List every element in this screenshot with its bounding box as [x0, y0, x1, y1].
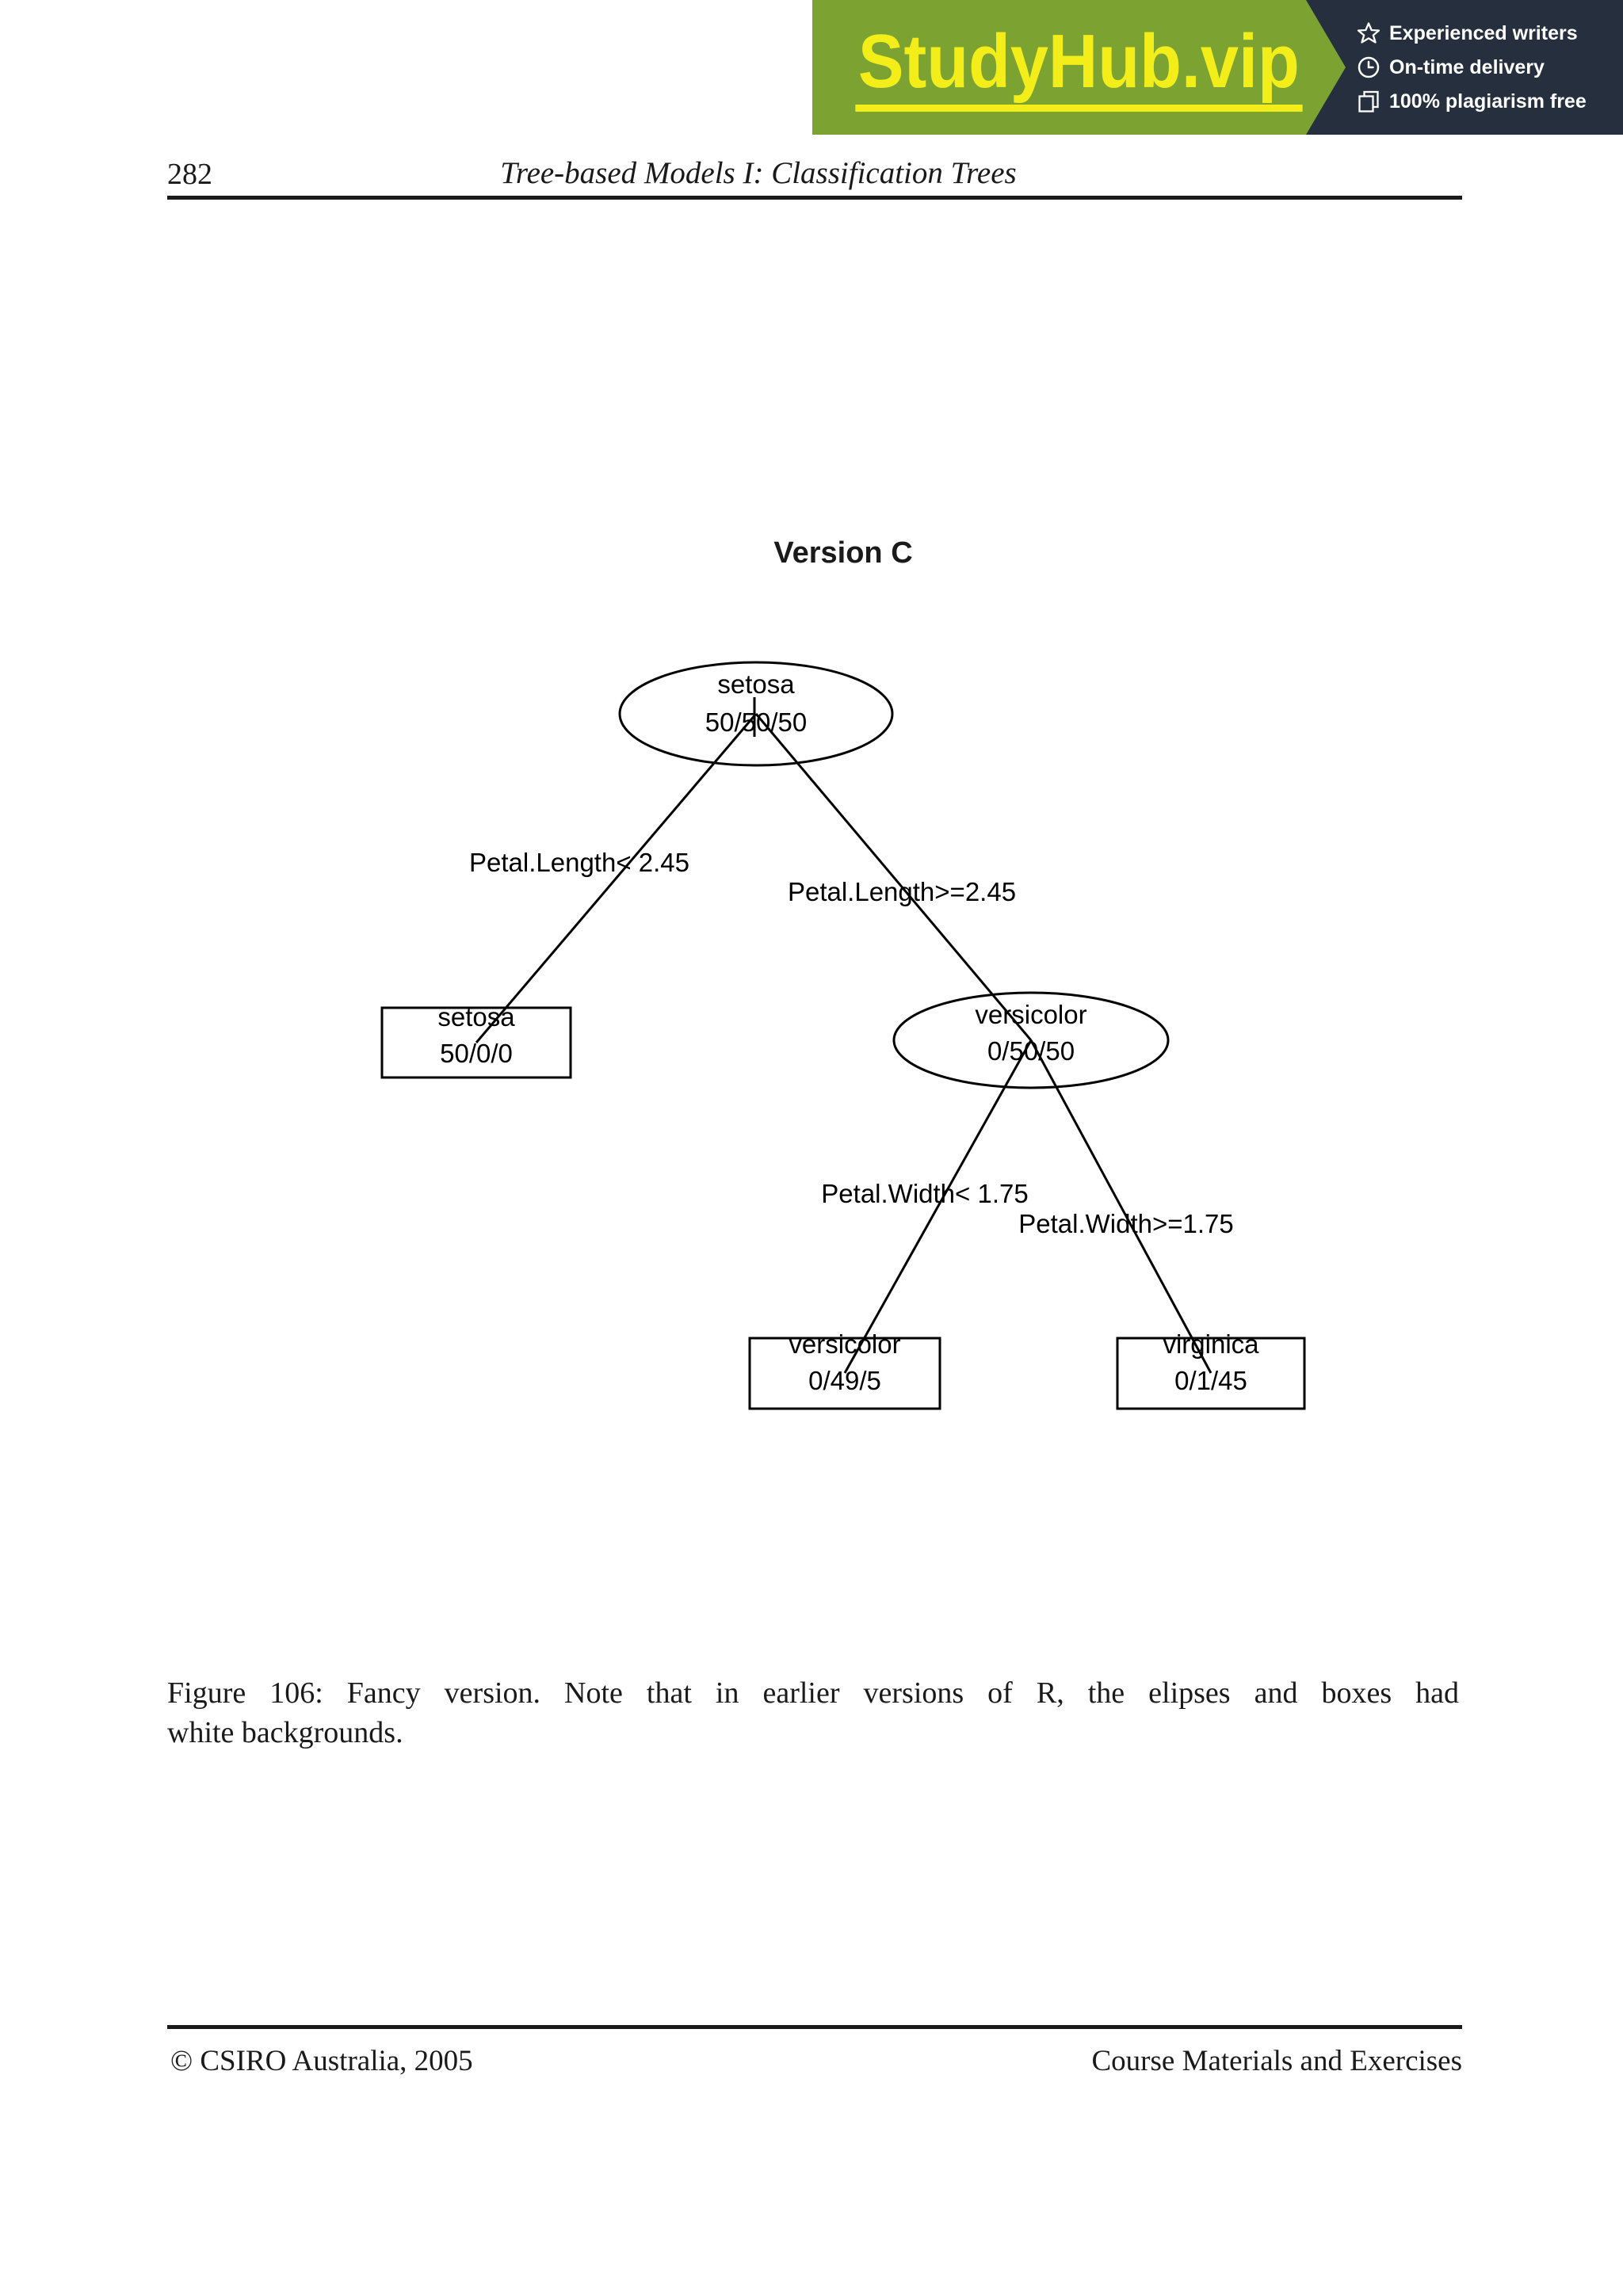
root-node-label: setosa — [717, 669, 795, 699]
branch-versicolor-to-right — [1029, 1039, 1212, 1374]
root-node-counts: 50/50/50 — [705, 707, 808, 737]
studyhub-logo[interactable]: StudyHub.vip — [856, 23, 1303, 112]
split-label-petal-width-lt: Petal.Width< 1.75 — [821, 1179, 1029, 1208]
feature-on-time-delivery: On-time delivery — [1357, 55, 1618, 79]
feature-label: On-time delivery — [1389, 55, 1545, 78]
footer-right-text: Course Materials and Exercises — [1091, 2045, 1463, 2077]
virginica-leaf-label: virginica — [1163, 1329, 1259, 1359]
copyright-text: © CSIRO Australia, 2005 — [170, 2045, 473, 2077]
page-number: 282 — [167, 158, 212, 191]
clock-icon — [1358, 56, 1380, 78]
feature-label: 100% plagiarism free — [1389, 90, 1587, 113]
versicolor-node-label: versicolor — [975, 1000, 1087, 1029]
caption-line-1: Figure 106: Fancy version. Note that in … — [167, 1676, 1459, 1710]
feature-plagiarism-free: 100% plagiarism free — [1357, 90, 1618, 113]
feature-experienced-writers: Experienced writers — [1357, 21, 1618, 45]
copy-icon — [1358, 90, 1379, 113]
banner-feature-list: Experienced writers On-time delivery 100… — [1357, 0, 1618, 135]
branch-root-to-setosa — [475, 713, 758, 1043]
caption-line-2: white backgrounds. — [167, 1716, 403, 1749]
split-label-petal-length-lt: Petal.Length< 2.45 — [469, 848, 689, 877]
feature-label: Experienced writers — [1389, 21, 1578, 44]
versicolor-node-counts: 0/50/50 — [987, 1036, 1075, 1066]
figure-caption: Figure 106: Fancy version. Note that in … — [167, 1673, 1459, 1753]
figure-title: Version C — [773, 536, 913, 570]
versicolor-leaf-label: versicolor — [789, 1329, 901, 1359]
header-rule — [167, 196, 1462, 200]
banner-link[interactable]: StudyHub.vip — [812, 0, 1346, 135]
split-label-petal-length-ge: Petal.Length>=2.45 — [787, 877, 1017, 906]
split-label-petal-width-ge: Petal.Width>=1.75 — [1018, 1209, 1234, 1238]
setosa-leaf-counts: 50/0/0 — [440, 1039, 513, 1068]
footer-rule — [167, 2025, 1462, 2029]
star-icon — [1357, 22, 1381, 44]
virginica-leaf-counts: 0/1/45 — [1174, 1366, 1247, 1395]
setosa-leaf-label: setosa — [437, 1002, 515, 1032]
versicolor-leaf-counts: 0/49/5 — [808, 1366, 881, 1395]
running-header-title: Tree-based Models I: Classification Tree… — [500, 156, 1017, 190]
